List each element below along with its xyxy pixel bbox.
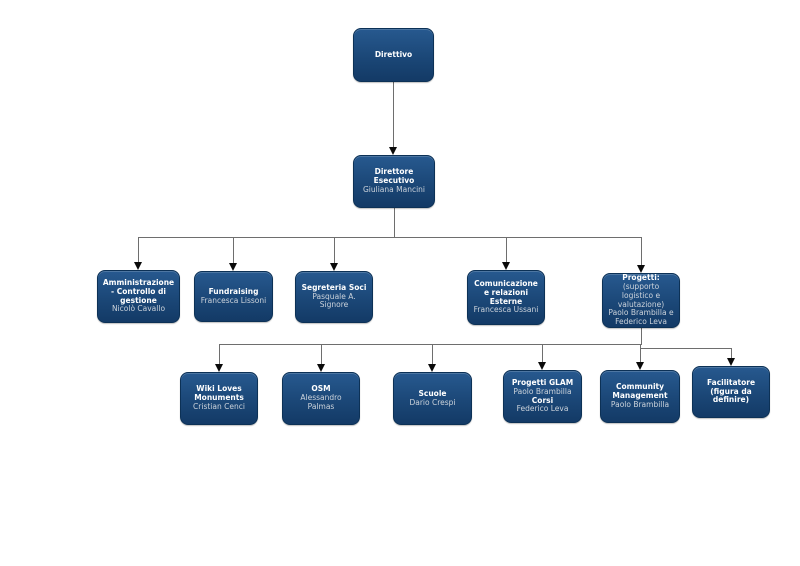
node-segreteria-soci: Segreteria Soci Pasquale A. Signore [295, 271, 373, 323]
node-person: Dario Crespi [409, 397, 456, 407]
node-title: Segreteria Soci [301, 282, 367, 292]
node-progetti-glam-corsi: Progetti GLAM Paolo Brambilla Corsi Fede… [503, 370, 582, 423]
arrow-down-icon [428, 364, 436, 372]
node-person: Francesca Lissoni [200, 295, 267, 305]
node-person: Alessandro Palmas [300, 393, 342, 411]
node-direttivo: Direttivo [353, 28, 434, 82]
node-title: Corsi [531, 395, 554, 405]
node-amministrazione-controllo-di-gestione: Amministrazione - Controllo di gestione … [97, 270, 180, 323]
node-person: Francesca Ussani [473, 305, 539, 315]
node-progetti: Progetti: (supporto logistico e valutazi… [602, 273, 680, 328]
node-person: Paolo Brambilla [513, 386, 572, 396]
node-person: Cristian Cenci [193, 401, 245, 411]
node-person: Nicolò Cavallo [111, 304, 166, 314]
node-title: Scuole [418, 388, 447, 398]
node-fundraising: Fundraising Francesca Lissoni [194, 271, 273, 322]
connector-line [321, 344, 322, 365]
node-title: OSM [311, 384, 331, 394]
connector-line [394, 208, 395, 238]
connector-line [542, 344, 543, 363]
connector-line [219, 344, 220, 365]
arrow-down-icon [727, 358, 735, 366]
arrow-down-icon [330, 263, 338, 271]
node-title: Facilitatore (figura da definire) [706, 377, 756, 405]
node-title: Wiki Loves Monuments [194, 384, 244, 403]
connector-line [506, 237, 507, 263]
connector-line [731, 348, 732, 359]
arrow-down-icon [229, 263, 237, 271]
node-title: Progetti: [622, 273, 660, 283]
node-title: Amministrazione - Controllo di gestione [102, 278, 175, 305]
arrow-down-icon [637, 265, 645, 273]
node-person: Giuliana Mancini [362, 184, 425, 194]
node-title: Direttore Esecutivo [373, 167, 415, 186]
node-title: Community Management [612, 382, 668, 401]
node-subtitle: (supporto logistico e valutazione) [617, 282, 665, 309]
connector-line [641, 348, 731, 349]
node-wiki-loves-monuments: Wiki Loves Monuments Cristian Cenci [180, 372, 258, 425]
arrow-down-icon [502, 262, 510, 270]
arrow-down-icon [389, 147, 397, 155]
node-facilitatore: Facilitatore (figura da definire) [692, 366, 770, 418]
connector-line [432, 344, 433, 365]
node-scuole: Scuole Dario Crespi [393, 372, 472, 425]
connector-line [138, 237, 139, 263]
node-person: Pasquale A. Signore [312, 291, 356, 310]
node-community-management: Community Management Paolo Brambilla [600, 370, 680, 423]
node-person: Paolo Brambilla [610, 399, 670, 409]
arrow-down-icon [636, 362, 644, 370]
connector-line [641, 237, 642, 266]
node-person: Paolo Brambilla e Federico Leva [608, 308, 674, 326]
arrow-down-icon [538, 362, 546, 370]
connector-line [641, 328, 642, 345]
connector-line [138, 237, 642, 238]
connector-line [334, 237, 335, 264]
connector-line [219, 344, 641, 345]
node-comunicazione-e-relazioni-esterne: Comunicazione e relazioni Esterne France… [467, 270, 545, 325]
connector-line [393, 82, 394, 148]
node-direttore-esecutivo: Direttore Esecutivo Giuliana Mancini [353, 155, 435, 208]
connector-line [233, 237, 234, 264]
node-person: Federico Leva [516, 404, 569, 414]
node-osm: OSM Alessandro Palmas [282, 372, 360, 425]
node-title: Direttivo [374, 49, 413, 59]
arrow-down-icon [134, 262, 142, 270]
node-title: Progetti GLAM [511, 378, 574, 388]
arrow-down-icon [215, 364, 223, 372]
arrow-down-icon [317, 364, 325, 372]
connector-line [640, 344, 641, 363]
node-title: Fundraising [208, 286, 259, 296]
node-title: Comunicazione e relazioni Esterne [474, 279, 538, 306]
